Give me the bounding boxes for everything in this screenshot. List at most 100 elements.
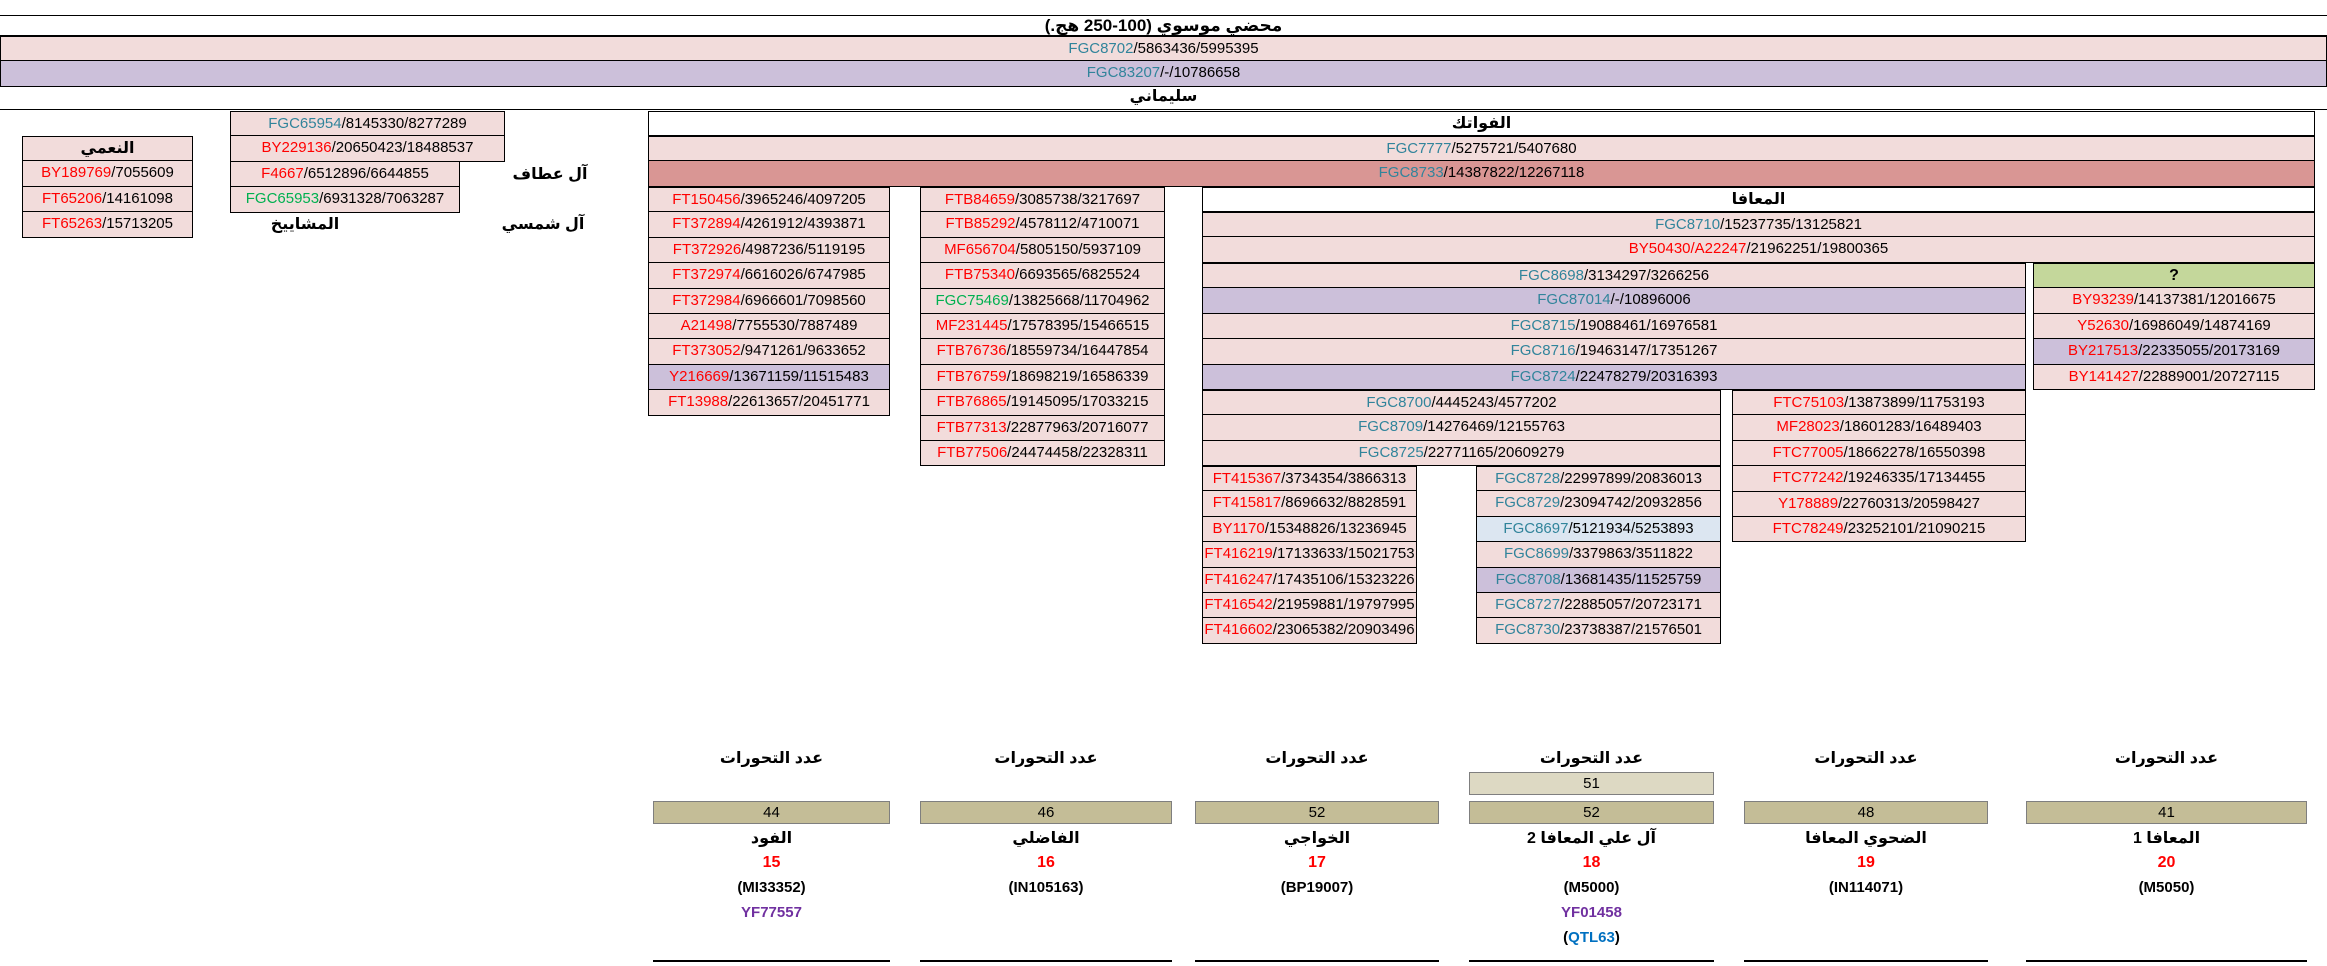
- snp-cell-FGC8729: FGC8729/23094742/20932856: [1476, 491, 1721, 517]
- snp-cell-FGC83207: FGC83207/-/10786658: [0, 61, 2327, 87]
- snp-cell-FGC87014: FGC87014/-/10896006: [1202, 288, 2026, 314]
- snp-cell-FGC8708: FGC8708/13681435/11525759: [1476, 567, 1721, 593]
- mutation-count-badge: 48: [1744, 801, 1988, 824]
- snp-cell-F4667: F4667/6512896/6644855: [230, 161, 460, 188]
- snp-cell-FGC8698: FGC8698/3134297/3266256: [1202, 263, 2026, 289]
- sulaimani-label: سليماني: [0, 86, 2327, 110]
- cluster-name: الفود: [750, 830, 793, 847]
- fawatik-header: الفواتك: [648, 111, 2315, 137]
- snp-cell-FGC8727: FGC8727/22885057/20723171: [1476, 592, 1721, 619]
- snp-cell-BY141427: BY141427/22889001/20727115: [2033, 364, 2315, 390]
- snp-cell-FGC8730: FGC8730/23738387/21576501: [1476, 618, 1721, 644]
- cluster-number: 15: [762, 854, 781, 871]
- snp-cell-BY189769: BY189769/7055609: [22, 161, 193, 187]
- snp-cell-MF656704: MF656704/5805150/5937109: [920, 237, 1165, 264]
- snp-cell-FGC8710: FGC8710/15237735/13125821: [1202, 212, 2315, 238]
- mashayikh-label: المشاييخ: [270, 216, 340, 233]
- cluster-number: 17: [1308, 854, 1326, 871]
- snp-cell-FGC7777: FGC7777/5275721/5407680: [648, 136, 2315, 162]
- cluster-underline: [1195, 960, 1439, 962]
- snp-cell-FGC8715: FGC8715/19088461/16976581: [1202, 313, 2026, 340]
- cluster-extra-id: (QTL63): [1563, 929, 1620, 946]
- cluster-name: الضحوي المعافا: [1805, 830, 1927, 847]
- snp-cell-FT372894: FT372894/4261912/4393871: [648, 212, 890, 238]
- attaf-label: آل عطاف: [512, 166, 588, 183]
- snp-cell-FT416247: FT416247/17435106/15323226: [1202, 567, 1417, 593]
- snp-cell-BY229136: BY229136/20650423/18488537: [230, 136, 505, 162]
- mutation-count-badge: 52: [1195, 801, 1439, 824]
- snp-cell-FTB76865: FTB76865/19145095/17033215: [920, 390, 1165, 416]
- cluster-kit-id: (M5000): [1563, 879, 1620, 896]
- snp-cell-FTB77506: FTB77506/24474458/22328311: [920, 440, 1165, 467]
- cluster-number: 16: [1037, 854, 1055, 871]
- cluster-name: المعافا 1: [2132, 830, 2201, 847]
- snp-cell-FT415367: FT415367/3734354/3866313: [1202, 466, 1417, 492]
- snp-cell-FTB85292: FTB85292/4578112/4710071: [920, 212, 1165, 238]
- snp-cell-BY1170: BY1170/15348826/13236945: [1202, 516, 1417, 543]
- cluster-number: 19: [1857, 854, 1875, 871]
- mutation-count-label: عدد التحورات: [719, 750, 824, 767]
- cluster-number: 18: [1582, 854, 1601, 871]
- snp-cell-FGC8724: FGC8724/22478279/20316393: [1202, 364, 2026, 390]
- snp-cell-Y52630: Y52630/16986049/14874169: [2033, 313, 2315, 340]
- snp-cell-FTB84659: FTB84659/3085738/3217697: [920, 187, 1165, 213]
- chart-title: محضي موسوي (100-250 هج.): [0, 15, 2327, 36]
- snp-cell-MF28023: MF28023/18601283/16489403: [1732, 415, 2026, 441]
- mutation-count-badge: 46: [920, 801, 1172, 824]
- snp-cell-FTB76736: FTB76736/18559734/16447854: [920, 339, 1165, 365]
- snp-cell-FTC77005: FTC77005/18662278/16550398: [1732, 440, 2026, 467]
- snp-cell-FGC8725: FGC8725/22771165/20609279: [1202, 440, 1721, 467]
- snp-cell-FTB75340: FTB75340/6693565/6825524: [920, 263, 1165, 289]
- mutation-count-badge: 44: [653, 801, 890, 824]
- shamsi-label: آل شمسي: [501, 216, 585, 233]
- snp-cell-FT372926: FT372926/4987236/5119195: [648, 237, 890, 264]
- mutation-count-badge: 51: [1469, 772, 1714, 795]
- cluster-kit-id: (IN114071): [1828, 879, 1904, 896]
- mutation-count-label: عدد التحورات: [1539, 750, 1644, 767]
- snp-cell-MF231445: MF231445/17578395/15466515: [920, 313, 1165, 340]
- cluster-kit-id: (M5050): [2138, 879, 2195, 896]
- snp-cell-BY50430-A22247: BY50430/A22247/21962251/19800365: [1202, 237, 2315, 263]
- snp-cell-FTC77242: FTC77242/19246335/17134455: [1732, 466, 2026, 492]
- snp-cell-FT416602: FT416602/23065382/20903496: [1202, 618, 1417, 644]
- cluster-aldhahwi-maafa: عدد التحورات 48 الضحوي المعافا 19 (IN114071): [1744, 748, 1988, 966]
- snp-cell-Y178889: Y178889/22760313/20598427: [1732, 491, 2026, 517]
- cluster-underline: [1744, 960, 1988, 962]
- snp-cell-A21498: A21498/7755530/7887489: [648, 313, 890, 340]
- cluster-alfoud: عدد التحورات 44 الفود 15 (MI33352) YF77557: [653, 748, 890, 966]
- mutation-count-badge: 41: [2026, 801, 2307, 824]
- snp-cell-BY93239: BY93239/14137381/12016675: [2033, 288, 2315, 314]
- cluster-kit-id: (BP19007): [1280, 879, 1354, 896]
- mutation-count-label: عدد التحورات: [2114, 750, 2219, 767]
- cluster-kit-id: (MI33352): [737, 879, 806, 896]
- snp-cell-FGC8699: FGC8699/3379863/3511822: [1476, 542, 1721, 568]
- snp-cell-FT372984: FT372984/6966601/7098560: [648, 288, 890, 314]
- snp-cell-FT372974: FT372974/6616026/6747985: [648, 263, 890, 289]
- unknown-branch-header: ?: [2033, 263, 2315, 289]
- cluster-kit-id: (IN105163): [1008, 879, 1084, 896]
- mutation-count-label: عدد التحورات: [1814, 750, 1918, 767]
- snp-cell-FGC8709: FGC8709/14276469/12155763: [1202, 415, 1721, 441]
- snp-cell-FGC65953: FGC65953/6931328/7063287: [230, 187, 460, 213]
- snp-cell-FTC75103: FTC75103/13873899/11753193: [1732, 390, 2026, 416]
- cluster-extra-id: YF77557: [741, 904, 802, 921]
- snp-cell-FGC8716: FGC8716/19463147/17351267: [1202, 339, 2026, 365]
- snp-cell-FGC8697: FGC8697/5121934/5253893: [1476, 516, 1721, 543]
- snp-cell-FT416219: FT416219/17133633/15021753: [1202, 542, 1417, 568]
- cluster-underline: [2026, 960, 2307, 962]
- naami-header: النعمي: [22, 136, 193, 162]
- mutation-count-label: عدد التحورات: [994, 750, 1098, 767]
- snp-cell-FGC8702: FGC8702/5863436/5995395: [0, 36, 2327, 62]
- snp-cell-FT150456: FT150456/3965246/4097205: [648, 187, 890, 213]
- cluster-underline: [920, 960, 1172, 962]
